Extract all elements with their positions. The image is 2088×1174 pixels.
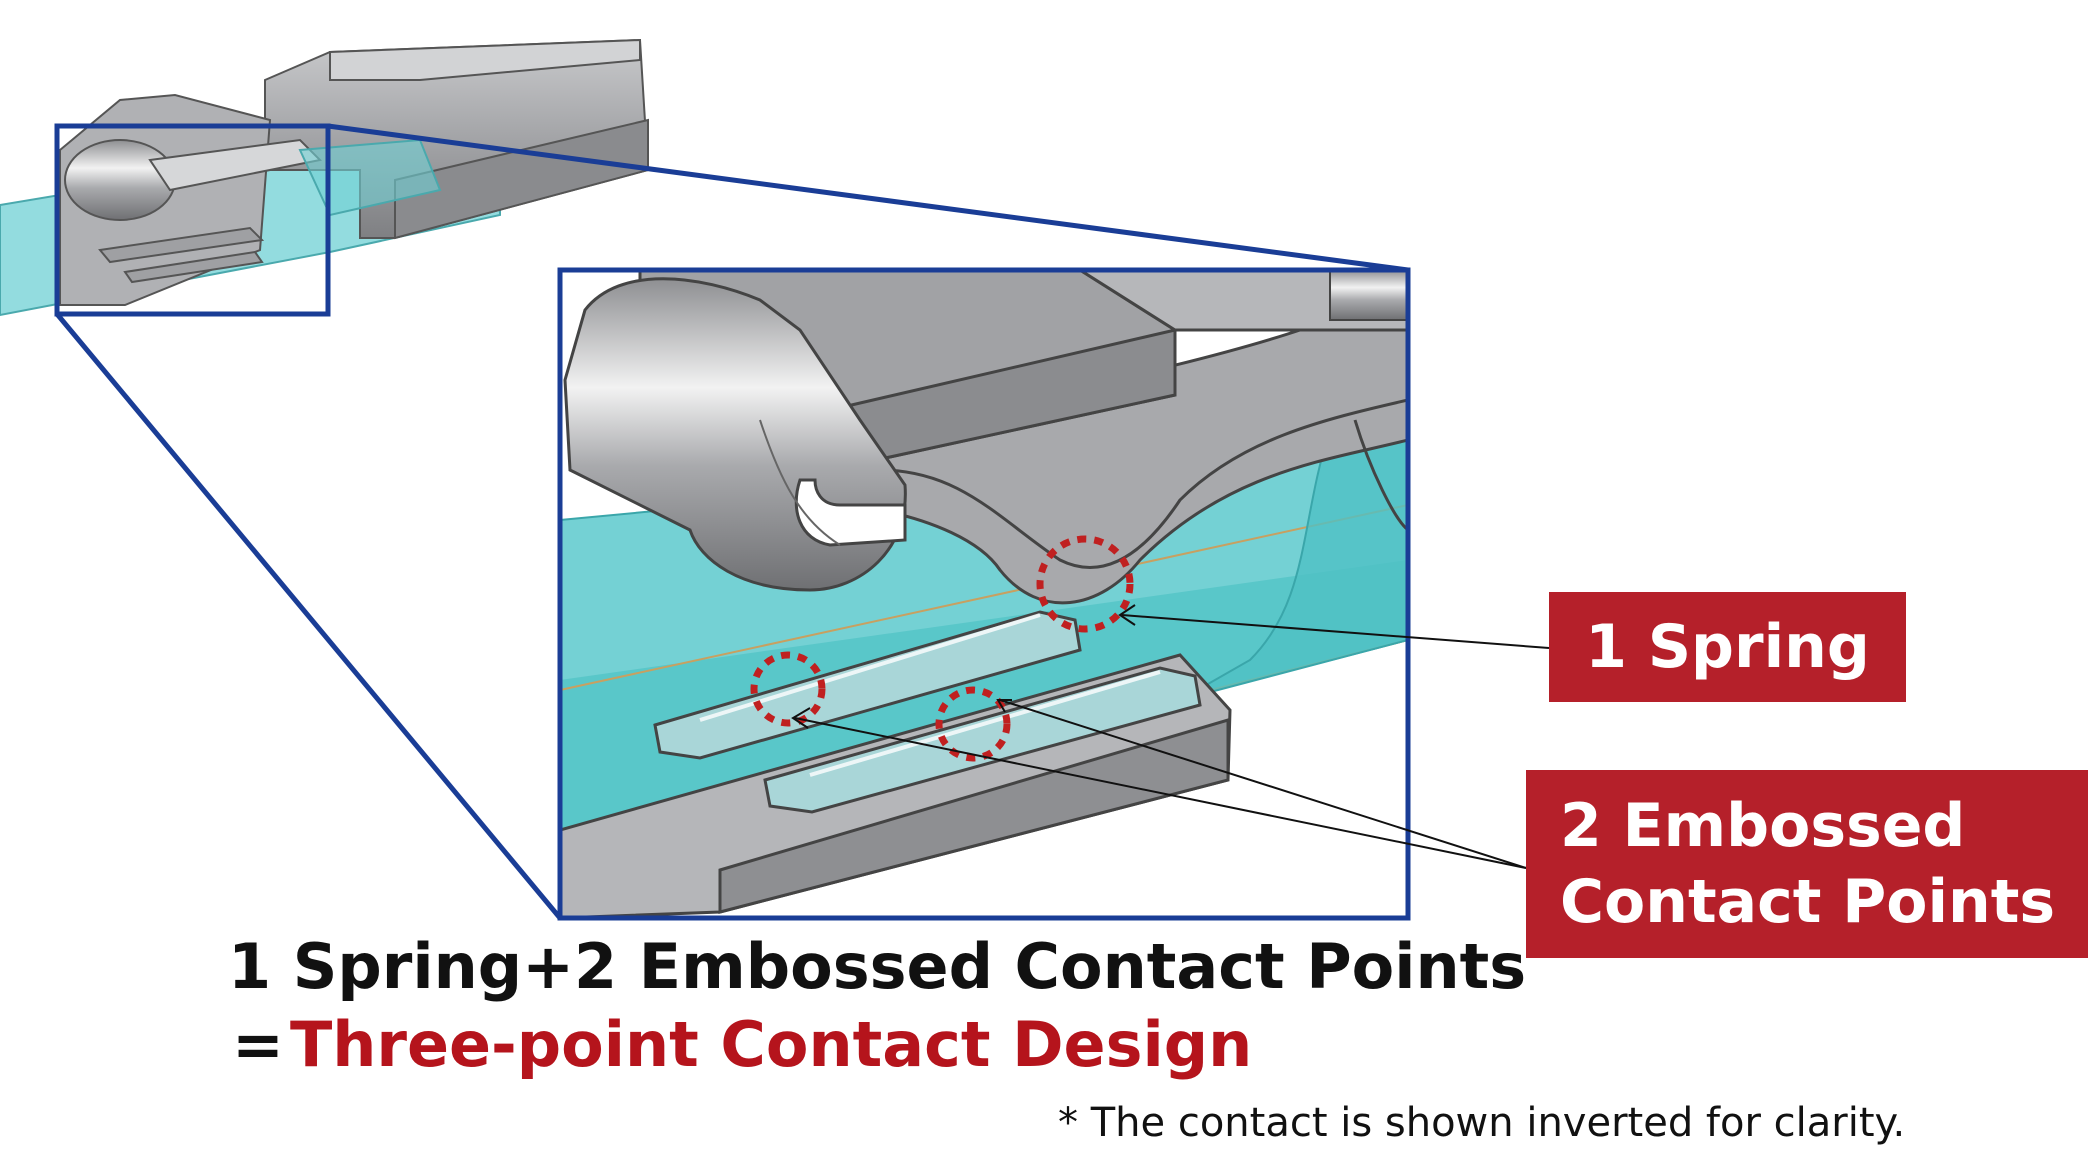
embossed-ridge-lower [763,666,1202,814]
emboss-contact-marker-2 [935,686,1011,762]
spring-callout: 1 Spring [1549,592,1906,702]
footnote: * The contact is shown inverted for clar… [1058,1100,1906,1146]
embossed-ridge-upper [653,610,1082,760]
zoom-line-bottom [55,312,562,920]
detail-frame [557,267,1411,921]
headline-line-2: =Three-point Contact Design [232,1008,1252,1081]
leader-lines [791,604,1550,869]
selection-frame [54,123,331,317]
embossed-callout: 2 Embossed Contact Points [1526,770,2088,958]
result-text: Three-point Contact Design [289,1008,1253,1081]
embossed-callout-line2: Contact Points [1560,867,2056,937]
embossed-callout-line1: 2 Embossed [1560,791,1966,861]
overview-connector [0,38,650,317]
equals-sign: = [232,1008,284,1081]
headline-line-1: 1 Spring+2 Embossed Contact Points [228,930,1527,1003]
zoom-line-top [327,123,1409,273]
detail-view [560,270,1408,918]
spring-contact-marker [1036,535,1134,633]
spring-callout-label: 1 Spring [1585,612,1870,682]
emboss-contact-marker-1 [750,651,826,727]
